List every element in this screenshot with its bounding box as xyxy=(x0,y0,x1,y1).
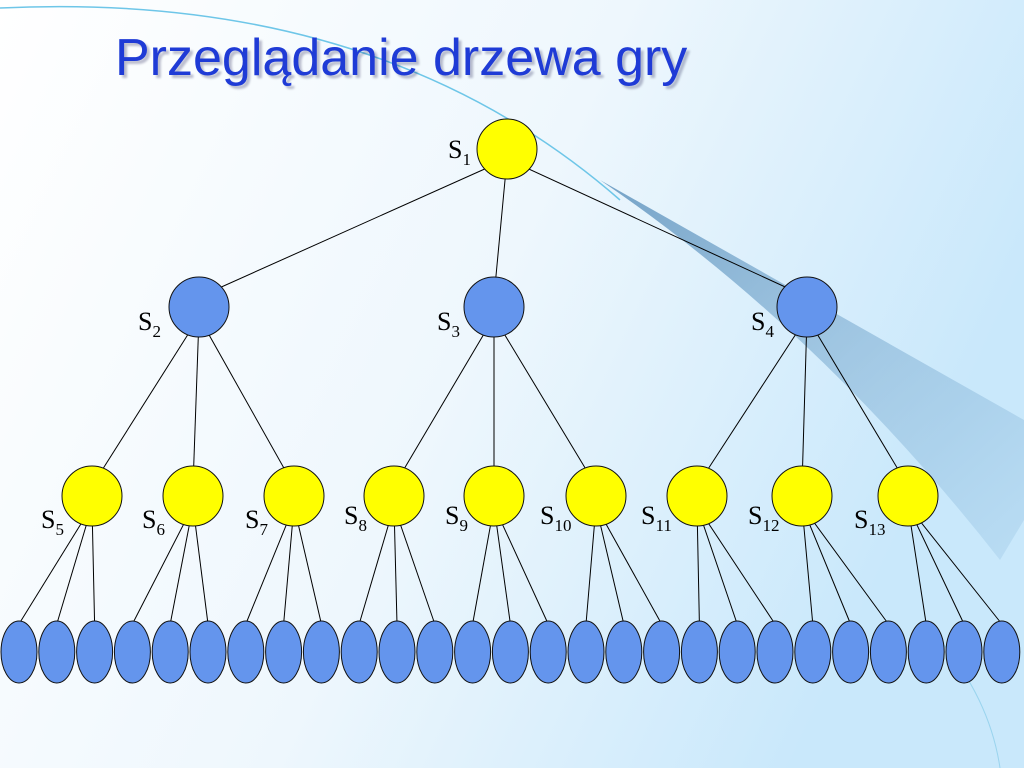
edge-level3-leaf xyxy=(18,505,93,625)
label-s8: S8 xyxy=(344,501,367,535)
leaf-node xyxy=(718,620,756,684)
leaf-node xyxy=(756,620,794,684)
leaf-node xyxy=(983,620,1021,684)
node-s5 xyxy=(61,465,123,527)
leaf-node xyxy=(189,620,227,684)
node-s3 xyxy=(463,276,525,338)
label-s4: S4 xyxy=(751,307,774,341)
edge-level2-level3 xyxy=(393,316,495,487)
label-s2: S2 xyxy=(138,307,161,341)
node-s12 xyxy=(771,465,833,527)
label-s7: S7 xyxy=(245,505,268,539)
edge-level3-leaf xyxy=(595,505,663,625)
leaf-node xyxy=(945,620,983,684)
edge-s1-s2 xyxy=(198,158,508,298)
node-s9 xyxy=(463,465,525,527)
leaf-node xyxy=(605,620,643,684)
node-s2 xyxy=(168,276,230,338)
edge-level2-level3 xyxy=(198,316,295,487)
edge-level2-level3 xyxy=(493,316,597,487)
edge-level2-level3 xyxy=(801,316,808,487)
leaf-node xyxy=(907,620,945,684)
node-s1 xyxy=(476,118,538,180)
label-s1: S1 xyxy=(448,135,471,169)
leaf-node xyxy=(529,620,567,684)
label-s10: S10 xyxy=(540,501,571,535)
edge-level3-leaf xyxy=(907,505,1003,625)
tree-nodes xyxy=(0,118,1021,684)
edge-level2-level3 xyxy=(192,316,200,487)
leaf-node xyxy=(151,620,189,684)
leaf-node xyxy=(491,620,529,684)
leaf-node xyxy=(416,620,454,684)
label-s3: S3 xyxy=(437,307,460,341)
edge-s1-s4 xyxy=(506,158,808,298)
leaf-node xyxy=(794,620,832,684)
edge-s1-s3 xyxy=(493,158,508,298)
edge-level3-leaf xyxy=(493,505,549,625)
edge-level2-level3 xyxy=(91,316,200,487)
leaf-node xyxy=(643,620,681,684)
edge-level3-leaf xyxy=(131,505,194,625)
leaf-node xyxy=(0,620,38,684)
slide-title: Przeglądanie drzewa gry xyxy=(115,29,688,87)
leaf-node xyxy=(832,620,870,684)
edge-level3-leaf xyxy=(245,505,295,625)
leaf-node xyxy=(302,620,340,684)
node-s13 xyxy=(877,465,939,527)
leaf-node xyxy=(680,620,718,684)
node-s6 xyxy=(162,465,224,527)
node-s4 xyxy=(776,276,838,338)
leaf-node xyxy=(340,620,378,684)
edge-level2-level3 xyxy=(806,316,909,487)
leaf-node xyxy=(38,620,76,684)
decorative-curve xyxy=(0,5,621,201)
leaf-node xyxy=(113,620,151,684)
leaf-node xyxy=(567,620,605,684)
label-s12: S12 xyxy=(748,501,779,535)
leaf-node xyxy=(227,620,265,684)
edge-level3-leaf xyxy=(801,505,889,625)
leaf-node xyxy=(76,620,114,684)
leaf-node xyxy=(869,620,907,684)
label-s13: S13 xyxy=(854,505,885,539)
node-s11 xyxy=(666,465,728,527)
edge-level2-level3 xyxy=(696,316,808,487)
leaf-node xyxy=(265,620,303,684)
node-s7 xyxy=(263,465,325,527)
edge-level3-leaf xyxy=(907,505,965,625)
label-s5: S5 xyxy=(41,505,64,539)
edge-level3-leaf xyxy=(801,505,852,625)
decorative-beam xyxy=(600,180,1024,560)
label-s6: S6 xyxy=(142,505,165,539)
label-s9: S9 xyxy=(445,501,468,535)
label-s11: S11 xyxy=(641,501,672,535)
edge-level3-leaf xyxy=(696,505,776,625)
leaf-node xyxy=(378,620,416,684)
leaf-node xyxy=(454,620,492,684)
node-s8 xyxy=(363,465,425,527)
node-s10 xyxy=(565,465,627,527)
